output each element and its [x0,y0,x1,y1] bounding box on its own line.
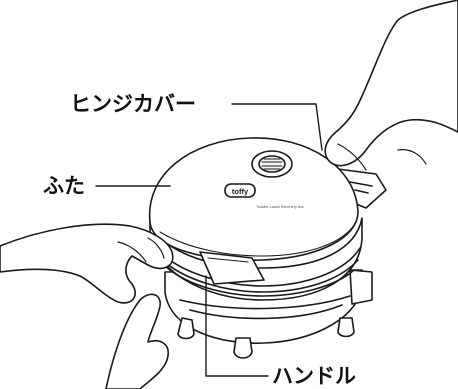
callout-lid: ふた [43,174,85,198]
foot-center [233,337,253,359]
svg-text:Toaster Ladoll Ranchery Bar: Toaster Ladoll Ranchery Bar [256,205,305,209]
svg-text:toffy: toffy [232,187,249,196]
brand-badge [224,183,256,198]
hand-lower [105,293,170,389]
leader-lines [95,103,323,377]
callout-hinge-cover: ヒンジカバー [70,92,196,116]
lid-dome: toffy Toaster Ladoll Ranchery Bar [148,137,359,261]
leader-handle [205,275,269,377]
callout-handle: ハンドル [272,364,356,388]
front-handle [199,251,265,285]
leader-hinge [231,103,323,151]
foot-left [177,317,195,340]
foot-right [337,317,355,338]
hand-left [0,223,174,304]
hand-right [324,0,458,171]
